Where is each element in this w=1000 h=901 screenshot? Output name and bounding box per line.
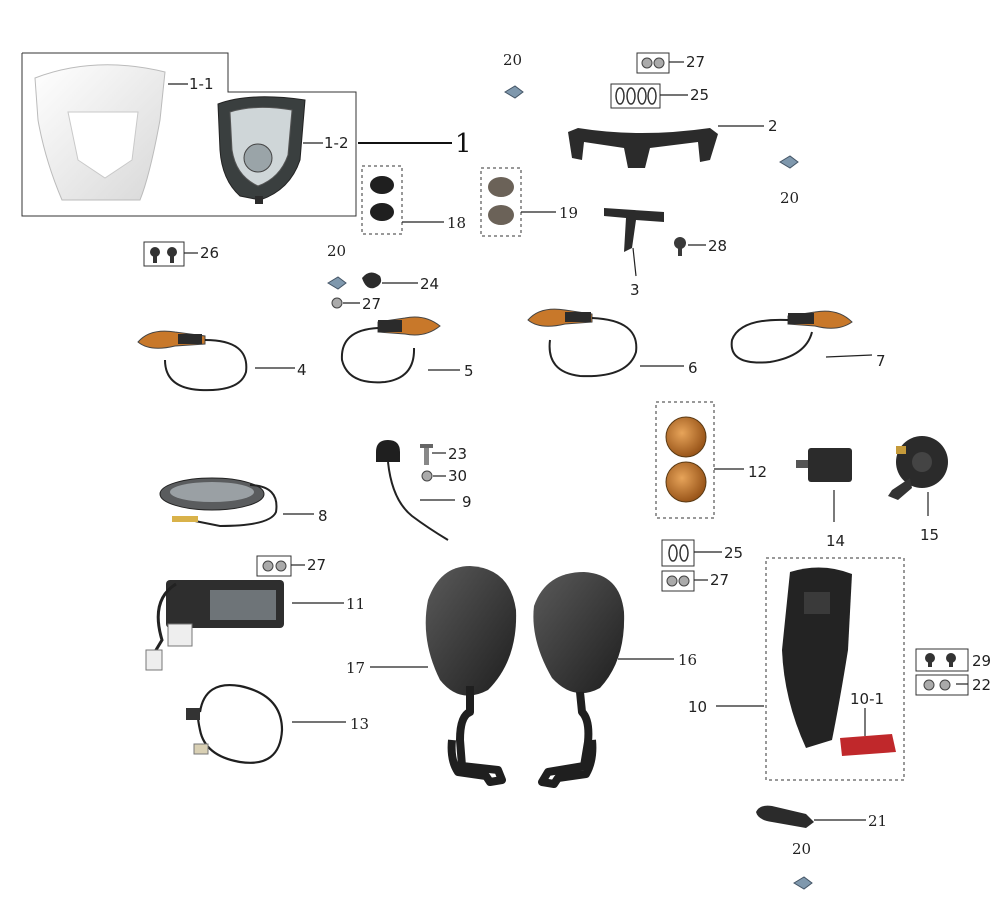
label-18: 18 — [447, 214, 466, 232]
label-20-top: 20 — [503, 51, 522, 69]
turn-signal-part-5: 5 — [340, 316, 474, 384]
label-27-mid: 27 — [362, 295, 381, 313]
front-cowl-part — [34, 64, 166, 201]
rear-fender-group: 10-1 10 — [688, 557, 905, 781]
label-30: 30 — [448, 467, 467, 485]
label-10: 10 — [688, 698, 707, 716]
mirror-left-part-17: 17 — [346, 566, 517, 786]
label-4: 4 — [297, 361, 307, 379]
label-17: 17 — [346, 659, 365, 677]
bolt-part-26: 26 — [143, 241, 219, 267]
headlight-bracket-part-2: 2 — [568, 117, 778, 168]
bolt-part-28: 28 — [674, 237, 727, 256]
label-8: 8 — [318, 507, 328, 525]
label-28: 28 — [708, 237, 727, 255]
mount-bracket-part-3: 3 — [604, 208, 664, 299]
tail-light-part-8: 8 — [159, 477, 328, 528]
label-11: 11 — [346, 595, 365, 613]
label-13: 13 — [350, 715, 369, 733]
headlight-assembly-group: 1-1 1-2 1 — [21, 52, 472, 217]
nut-part-27-top: 27 — [636, 52, 705, 74]
grommet-set-part-18: 18 — [361, 165, 466, 235]
reflector-set-part-12: 12 — [655, 401, 767, 519]
label-2: 2 — [768, 117, 778, 135]
label-27-mid-right: 27 — [710, 571, 729, 589]
bolt-part-29: 29 — [915, 648, 991, 672]
bushing-set-part-19: 19 — [480, 167, 578, 237]
label-19: 19 — [559, 204, 578, 222]
label-21: 21 — [868, 812, 887, 830]
turn-signal-part-6: 6 — [527, 308, 698, 378]
label-9: 9 — [462, 493, 472, 511]
label-6: 6 — [688, 359, 698, 377]
label-10-1: 10-1 — [850, 690, 884, 708]
bracket-part-21: 21 — [756, 805, 887, 830]
label-16: 16 — [678, 651, 697, 669]
label-26: 26 — [200, 244, 219, 262]
flasher-relay-part-14: 14 — [796, 448, 852, 550]
fastener-part-23: 23 — [420, 444, 467, 465]
speedometer-cable-part-13: 13 — [186, 683, 369, 764]
nut-part-22: 22 — [915, 674, 991, 696]
label-29: 29 — [972, 652, 991, 670]
horn-part-15: 15 — [888, 436, 948, 544]
washer-part-25-top: 25 — [610, 83, 709, 109]
fastener-cluster-upper-left: 20 24 27 — [327, 242, 439, 313]
instrument-cluster-part-11: 11 — [145, 580, 365, 671]
rear-fender-part-10 — [782, 567, 852, 748]
reflector-part-10-1 — [840, 734, 896, 756]
label-3: 3 — [630, 281, 640, 299]
nut-part-27-mid: 27 — [661, 570, 729, 592]
headlight-part — [217, 96, 306, 204]
washer-part-25-mid: 25 — [661, 539, 743, 567]
label-25-mid: 25 — [724, 544, 743, 562]
label-5: 5 — [464, 362, 474, 380]
label-25-top: 25 — [690, 86, 709, 104]
license-lamp-part-9: 9 — [376, 440, 472, 541]
label-14: 14 — [826, 532, 845, 550]
label-20-bottom: 20 — [792, 840, 811, 858]
label-1: 1 — [455, 129, 472, 159]
label-15: 15 — [920, 526, 939, 544]
label-20-right: 20 — [780, 189, 799, 207]
screw-part-20-right: 20 — [779, 155, 799, 207]
nut-part-27-left: 27 — [256, 555, 326, 577]
screw-part-20-top: 20 — [503, 51, 524, 99]
screw-part-20-bottom: 20 — [792, 840, 813, 890]
label-7: 7 — [876, 352, 886, 370]
label-24: 24 — [420, 275, 439, 293]
mirror-right-part-16: 16 — [533, 572, 697, 788]
turn-signal-part-7: 7 — [730, 310, 886, 370]
label-12: 12 — [748, 463, 767, 481]
label-27-left: 27 — [307, 556, 326, 574]
turn-signal-part-4: 4 — [137, 330, 307, 392]
label-1-2: 1-2 — [324, 134, 349, 152]
label-1-1: 1-1 — [189, 75, 214, 93]
label-27-top: 27 — [686, 53, 705, 71]
nut-part-30: 30 — [421, 467, 467, 485]
label-20-mid: 20 — [327, 242, 346, 260]
label-22: 22 — [972, 676, 991, 694]
label-23: 23 — [448, 445, 467, 463]
